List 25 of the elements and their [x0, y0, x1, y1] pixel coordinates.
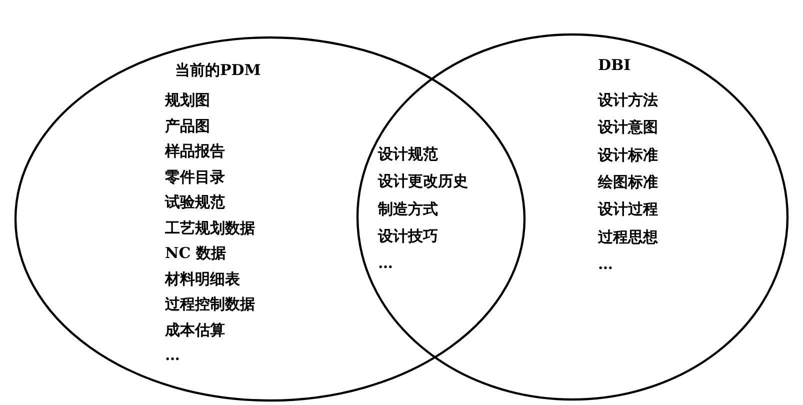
set-title: 当前的PDM — [175, 61, 261, 79]
list-item: 绘图标准 — [598, 172, 658, 191]
list-item: 设计过程 — [598, 200, 658, 218]
list-item: 过程思想 — [598, 228, 658, 246]
list-item: 过程控制数据 — [165, 295, 255, 313]
list-item: 设计技巧 — [378, 226, 438, 245]
set-title: DBI — [598, 56, 631, 74]
list-item: 工艺规划数据 — [165, 218, 255, 236]
list-item: 规划图 — [165, 91, 210, 109]
list-item: 产品图 — [165, 116, 210, 134]
list-item: 零件目录 — [165, 168, 225, 186]
list-item: 设计标准 — [598, 146, 658, 164]
list-item: 设计意图 — [598, 118, 658, 136]
list-item: 样品报告 — [165, 142, 225, 160]
list-item: 制造方式 — [378, 200, 438, 218]
list-item: 设计方法 — [598, 91, 658, 109]
list-item: 设计更改历史 — [378, 172, 468, 190]
list-item: 设计规范 — [378, 145, 438, 163]
list-item: … — [598, 254, 613, 273]
list-item: 成本估算 — [165, 320, 225, 338]
list-item: NC 数据 — [165, 244, 226, 262]
list-item: … — [378, 254, 393, 272]
list-item: … — [165, 346, 180, 364]
list-item: 试验规范 — [165, 193, 225, 211]
list-item: 材料明细表 — [165, 270, 240, 288]
